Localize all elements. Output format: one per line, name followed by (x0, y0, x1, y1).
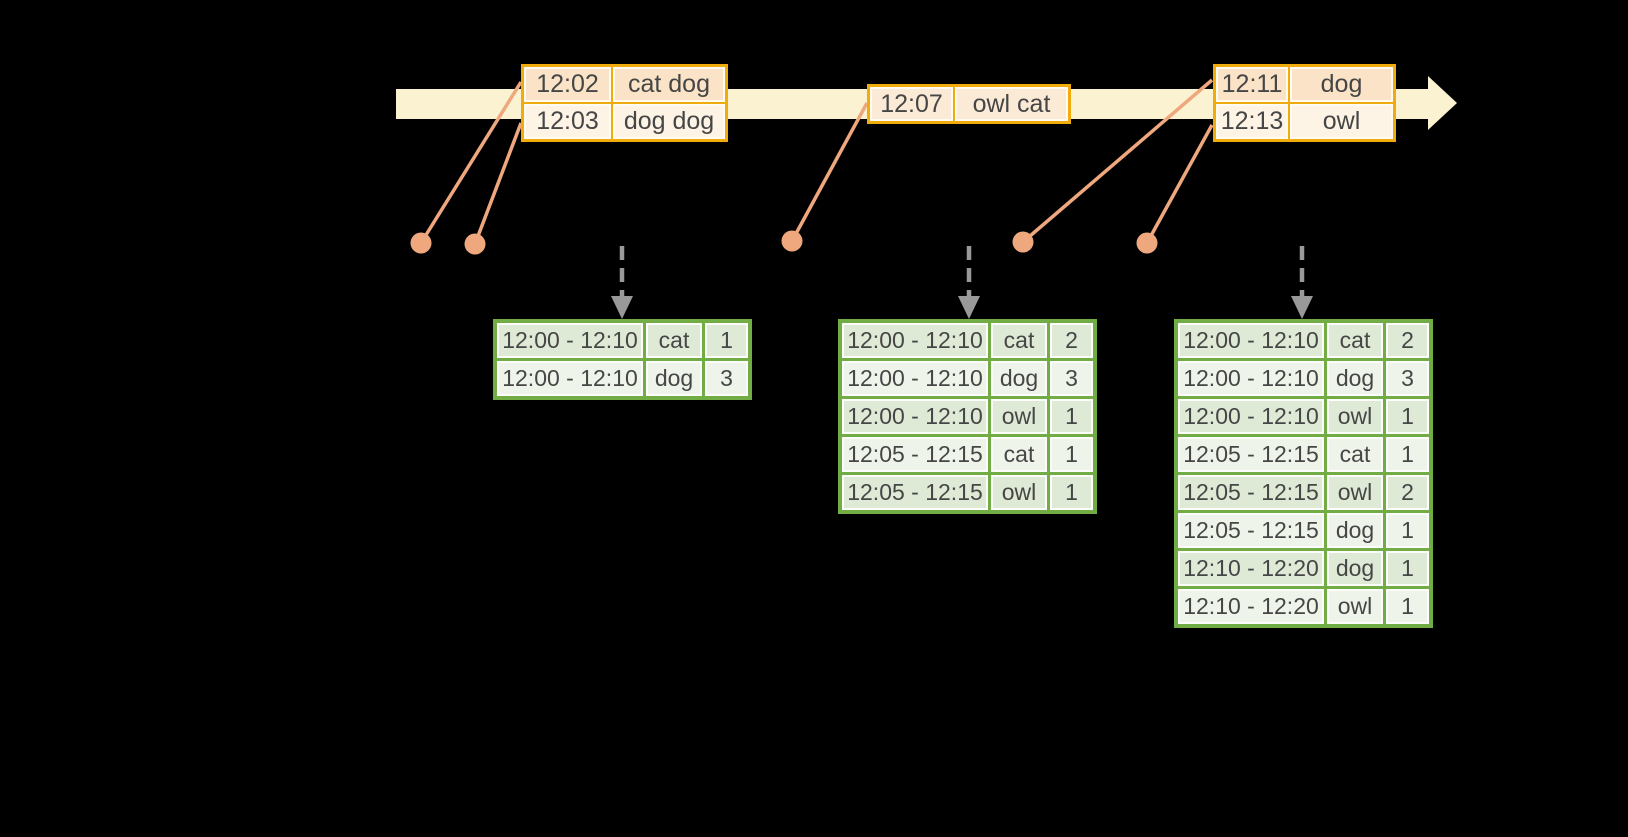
window-cell: 12:00 - 12:10 (1178, 399, 1324, 434)
word-cell: cat (1327, 437, 1383, 472)
event-connector-line (790, 102, 869, 242)
event-words-cell: owl (1290, 104, 1393, 139)
count-cell: 1 (1050, 437, 1093, 472)
window-cell: 12:00 - 12:10 (497, 323, 643, 358)
window-cell: 12:00 - 12:10 (1178, 323, 1324, 358)
event-dot (1136, 232, 1158, 254)
event-dot (781, 230, 803, 252)
word-cell: cat (991, 437, 1047, 472)
word-cell: dog (991, 361, 1047, 396)
count-cell: 3 (705, 361, 748, 396)
word-cell: owl (991, 475, 1047, 510)
count-cell: 3 (1386, 361, 1429, 396)
count-cell: 2 (1386, 323, 1429, 358)
trigger-arrowhead-icon (1291, 296, 1313, 319)
window-cell: 12:00 - 12:10 (842, 399, 988, 434)
event-dot (1012, 231, 1034, 253)
event-connector-line (1145, 124, 1214, 244)
count-cell: 1 (705, 323, 748, 358)
event-connector-line (1021, 78, 1214, 244)
event-words-cell: dog (1290, 67, 1393, 102)
window-cell: 12:05 - 12:15 (1178, 437, 1324, 472)
event-connector-line (473, 122, 523, 245)
count-cell: 1 (1386, 513, 1429, 548)
word-cell: cat (1327, 323, 1383, 358)
event-words-cell: cat dog (613, 67, 725, 102)
count-cell: 1 (1386, 399, 1429, 434)
word-cell: owl (1327, 475, 1383, 510)
window-cell: 12:05 - 12:15 (842, 437, 988, 472)
word-cell: owl (1327, 399, 1383, 434)
word-cell: dog (646, 361, 702, 396)
window-cell: 12:10 - 12:20 (1178, 589, 1324, 624)
count-cell: 1 (1386, 589, 1429, 624)
window-cell: 12:00 - 12:10 (842, 323, 988, 358)
count-cell: 1 (1386, 551, 1429, 586)
event-time-cell: 12:13 (1216, 104, 1288, 139)
window-cell: 12:00 - 12:10 (1178, 361, 1324, 396)
window-cell: 12:05 - 12:15 (842, 475, 988, 510)
trigger-arrowhead-icon (611, 296, 633, 319)
word-cell: owl (1327, 589, 1383, 624)
word-cell: dog (1327, 513, 1383, 548)
word-cell: cat (646, 323, 702, 358)
event-time-cell: 12:03 (524, 104, 611, 139)
count-cell: 1 (1386, 437, 1429, 472)
window-cell: 12:05 - 12:15 (1178, 475, 1324, 510)
event-time-cell: 12:02 (524, 67, 611, 102)
window-cell: 12:10 - 12:20 (1178, 551, 1324, 586)
word-cell: dog (1327, 361, 1383, 396)
count-cell: 2 (1386, 475, 1429, 510)
word-cell: cat (991, 323, 1047, 358)
trigger-arrowhead-icon (958, 296, 980, 319)
word-cell: owl (991, 399, 1047, 434)
window-cell: 12:05 - 12:15 (1178, 513, 1324, 548)
event-dot (464, 233, 486, 255)
count-cell: 1 (1050, 475, 1093, 510)
event-dot (410, 232, 432, 254)
event-time-cell: 12:11 (1216, 67, 1288, 102)
word-cell: dog (1327, 551, 1383, 586)
event-connector-line (419, 81, 523, 244)
count-cell: 1 (1050, 399, 1093, 434)
window-cell: 12:00 - 12:10 (497, 361, 643, 396)
count-cell: 2 (1050, 323, 1093, 358)
event-time-cell: 12:07 (870, 87, 953, 121)
event-words-cell: dog dog (613, 104, 725, 139)
timeline-arrowhead-icon (1428, 76, 1457, 130)
count-cell: 3 (1050, 361, 1093, 396)
window-cell: 12:00 - 12:10 (842, 361, 988, 396)
event-words-cell: owl cat (955, 87, 1068, 121)
